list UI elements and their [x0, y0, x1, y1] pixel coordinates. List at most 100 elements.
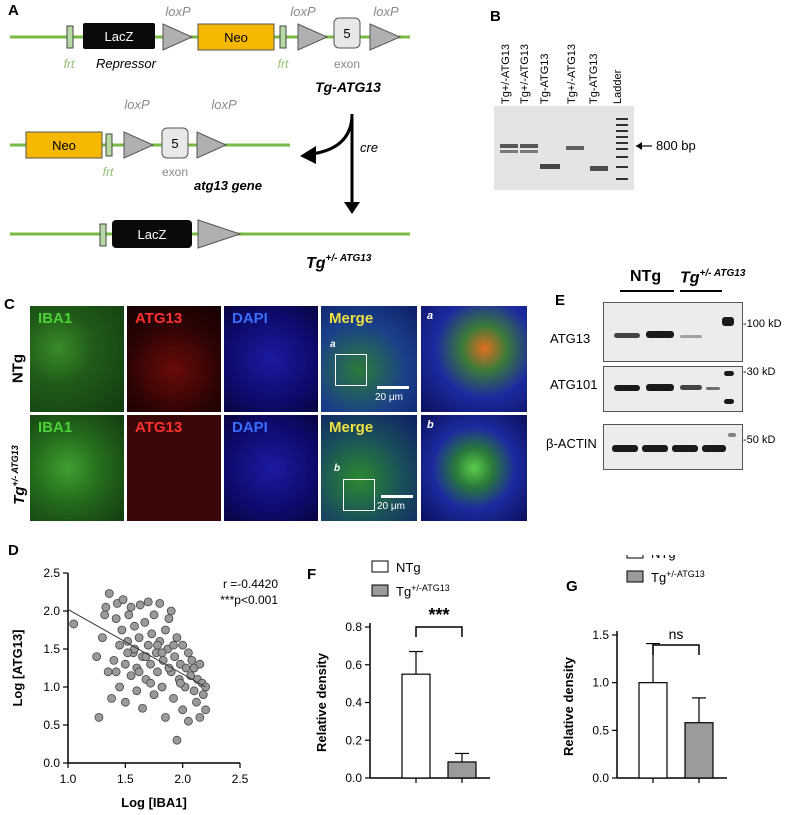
scatter-point — [120, 659, 130, 669]
scatter-point — [157, 682, 167, 692]
construct-diagram: LacZ Neo 5 loxP loxP loxP frt Repressor … — [10, 4, 410, 272]
barF-bar-2 — [447, 761, 477, 779]
barG-sig-label: ns — [669, 626, 684, 642]
gel-band-3a — [540, 164, 560, 169]
scatter-point — [69, 619, 79, 629]
row2-label: Tg+/- ATG13 — [10, 445, 28, 505]
scatter-point — [126, 602, 136, 612]
gel-lane-label-3: Tg-ATG13 — [539, 53, 551, 104]
blot-header-ntg-line — [620, 290, 674, 292]
scatter-point — [109, 656, 119, 665]
tile-ntg-dapi: DAPI — [224, 306, 318, 412]
blot-actin-band-3 — [672, 445, 698, 452]
exon-number-1: 5 — [343, 26, 350, 41]
roi-box-b — [343, 479, 375, 511]
blot-actin-ladder — [728, 433, 736, 437]
blot-atg13-band-2 — [646, 331, 674, 338]
gel-panel: Tg+/-ATG13 Tg+/-ATG13 Tg-ATG13 Tg+/-ATG1… — [494, 44, 696, 190]
lacz-label-1: LacZ — [105, 29, 134, 44]
blot-header-tg: Tg+/- ATG13 — [680, 268, 746, 287]
panel-letter-f: F — [307, 566, 317, 583]
scatter-point — [164, 614, 174, 623]
scatter-x-tick-label: 2.5 — [232, 772, 249, 786]
scatter-point — [198, 690, 208, 700]
loxp-label-2: loxP — [290, 4, 316, 19]
blot-row-label-actin: β-ACTIN — [546, 436, 597, 451]
blot-atg101-band-4 — [706, 387, 720, 390]
scatter-x-tick-label: 1.5 — [117, 772, 134, 786]
blot-row-label-atg101: ATG101 — [550, 377, 598, 392]
barF-sig-label: *** — [428, 605, 449, 625]
scatter-point — [146, 659, 155, 669]
cre-arrow-curve-head — [300, 146, 316, 164]
tile-label-atg13-1: ATG13 — [135, 310, 183, 327]
ladder-band-6 — [616, 148, 628, 150]
scatter-point — [166, 606, 176, 616]
scale-bar-2 — [381, 495, 413, 498]
barF-y-tick-label: 0.2 — [345, 733, 362, 747]
scatter-point — [172, 633, 182, 642]
barG-legend-swatch — [626, 570, 644, 583]
marker-arrow-head — [636, 142, 642, 150]
barF-bar-1 — [401, 673, 431, 779]
blot-atg101-band-2 — [646, 384, 674, 391]
tile-label-atg13-2: ATG13 — [135, 419, 183, 436]
scatter-point — [118, 595, 128, 604]
cre-arrow-down-head — [344, 202, 360, 214]
barF-y-label: Relative density — [314, 652, 329, 752]
scatter-x-tick-label: 2.0 — [174, 772, 191, 786]
panel-letter-a: A — [8, 2, 19, 19]
lacz-box-2 — [112, 220, 192, 248]
ladder-band-8 — [616, 166, 628, 168]
tile-ntg-atg13: ATG13 — [127, 306, 221, 412]
loxp-triangle-4 — [123, 131, 155, 159]
scatter-point — [187, 656, 197, 665]
tile-label-dapi-1: DAPI — [232, 310, 268, 327]
scatter-point — [111, 614, 121, 623]
scatter-y-tick-label: 0.0 — [43, 756, 60, 770]
scatter-point — [195, 712, 205, 722]
tile-label-merge-1: Merge — [329, 310, 374, 327]
marker-label: 800 bp — [656, 138, 696, 153]
exon-number-2: 5 — [171, 136, 178, 151]
scatter-point — [138, 703, 147, 713]
frt-label-2: frt — [278, 57, 289, 71]
neo-label-1: Neo — [224, 30, 248, 45]
inset-label-b: b — [427, 419, 434, 431]
scatter-point — [178, 705, 188, 715]
frt-site-3 — [105, 133, 113, 157]
scatter-point — [178, 640, 188, 650]
barF-y-tick-label: 0.4 — [345, 696, 362, 710]
loxp-triangle-2 — [297, 23, 329, 51]
scatter-point — [169, 693, 178, 703]
barG-y-tick-label: 1.0 — [592, 676, 609, 690]
panel-letter-g: G — [566, 578, 578, 595]
barG-y-label: Relative density — [561, 656, 576, 756]
gel-band-5a — [590, 166, 608, 171]
scatter-point — [161, 712, 170, 722]
blot-marker-50: -50 kD — [743, 434, 776, 446]
scatter-point — [169, 640, 178, 650]
neo-label-2: Neo — [52, 138, 76, 153]
scatter-point — [117, 625, 127, 635]
loxp-triangle-3 — [369, 23, 402, 51]
panel-letter-c: C — [4, 296, 15, 313]
scatter-point — [192, 697, 201, 707]
gel-lane-label-6: Ladder — [612, 69, 624, 104]
scatter-point — [123, 637, 133, 646]
blot-marker-30: -30 kD — [743, 366, 776, 378]
scatter-point — [183, 648, 193, 658]
blot-header-tg-line — [680, 290, 722, 292]
scatter-point — [124, 610, 134, 620]
barG-legend-label: NTg — [651, 555, 676, 561]
scatter-point — [149, 610, 159, 620]
blot-atg13-band-3 — [680, 335, 702, 338]
scatter-point — [146, 678, 155, 688]
repressor-label: Repressor — [96, 56, 157, 71]
loxp-label-3: loxP — [373, 4, 399, 19]
blot-actin-band-4 — [702, 445, 726, 452]
barG-bar-2 — [684, 722, 714, 779]
